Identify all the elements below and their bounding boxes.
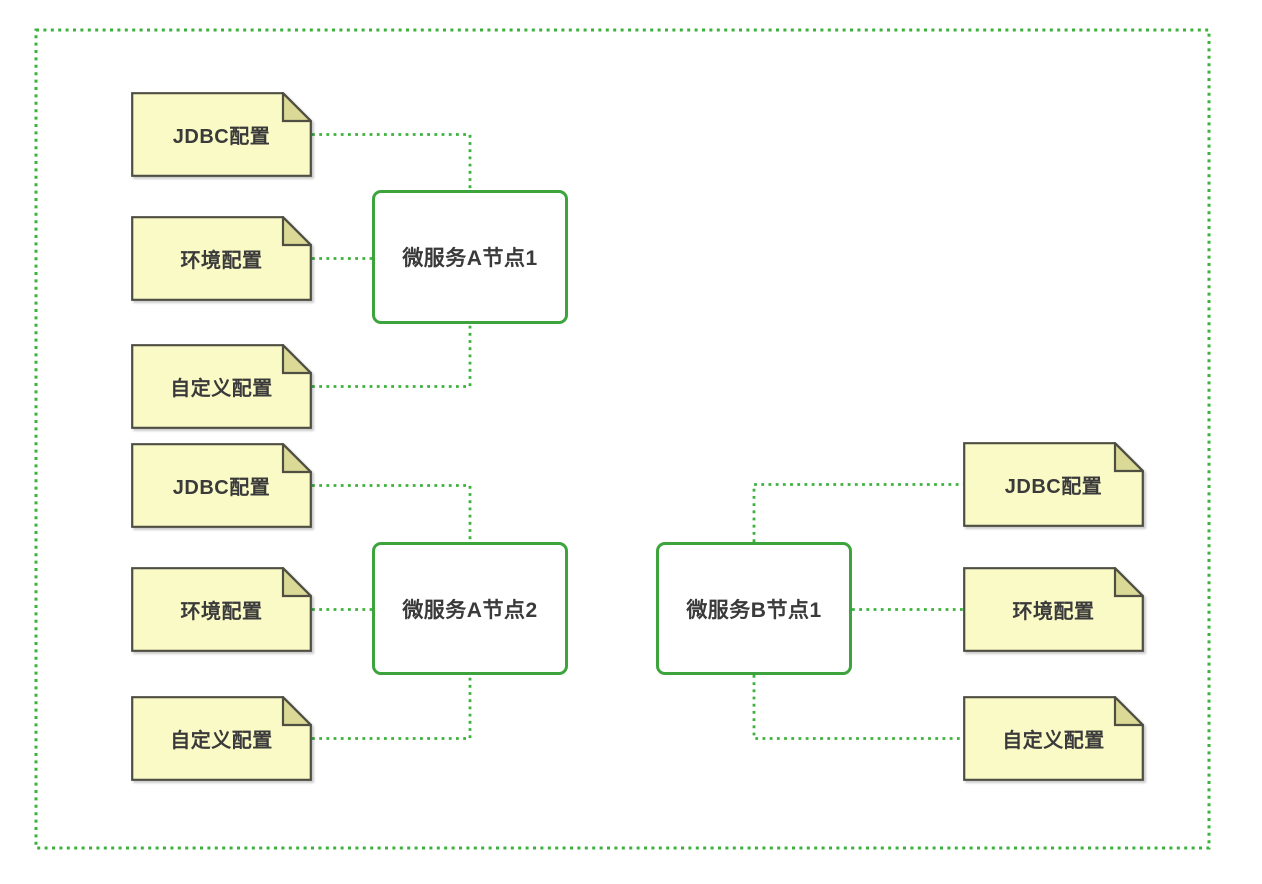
note-shape	[131, 344, 312, 429]
connector-custom-b1	[752, 675, 963, 740]
service-node-a1: 微服务A节点1	[372, 190, 568, 324]
note-label: JDBC配置	[172, 477, 271, 499]
note-label: 自定义配置	[170, 730, 273, 752]
note-label: 自定义配置	[170, 378, 273, 400]
note-jdbc-config-b1: JDBC配置	[963, 442, 1144, 527]
note-env-config-a2: 环境配置	[131, 567, 312, 652]
connector-jdbc-a1	[312, 133, 472, 190]
service-node-a2: 微服务A节点2	[372, 542, 568, 675]
connector-jdbc-a2	[312, 484, 472, 542]
note-shape	[131, 216, 312, 301]
note-shape	[131, 92, 312, 177]
note-label: 自定义配置	[1002, 730, 1105, 752]
note-env-config-a1: 环境配置	[131, 216, 312, 301]
note-label: 环境配置	[180, 601, 263, 623]
note-custom-config-a1: 自定义配置	[131, 344, 312, 429]
note-shape	[131, 443, 312, 528]
connector-custom-a2	[312, 675, 472, 740]
note-label: JDBC配置	[1004, 476, 1103, 498]
note-label: 环境配置	[180, 250, 263, 272]
service-node-label: 微服务A节点1	[402, 247, 538, 270]
note-shape	[131, 567, 312, 652]
note-label: JDBC配置	[172, 126, 271, 148]
service-node-label: 微服务B节点1	[686, 598, 822, 622]
note-env-config-b1: 环境配置	[963, 567, 1144, 652]
note-shape	[963, 442, 1144, 527]
connector-jdbc-b1	[752, 483, 963, 542]
note-shape	[131, 696, 312, 781]
service-node-label: 微服务A节点2	[402, 598, 538, 622]
service-node-b1: 微服务B节点1	[656, 542, 852, 675]
note-jdbc-config-a1: JDBC配置	[131, 92, 312, 177]
note-shape	[963, 567, 1144, 652]
note-custom-config-a2: 自定义配置	[131, 696, 312, 781]
note-shape	[963, 696, 1144, 781]
note-jdbc-config-a2: JDBC配置	[131, 443, 312, 528]
connector-custom-a1	[312, 324, 472, 388]
note-label: 环境配置	[1012, 601, 1095, 623]
note-custom-config-b1: 自定义配置	[963, 696, 1144, 781]
